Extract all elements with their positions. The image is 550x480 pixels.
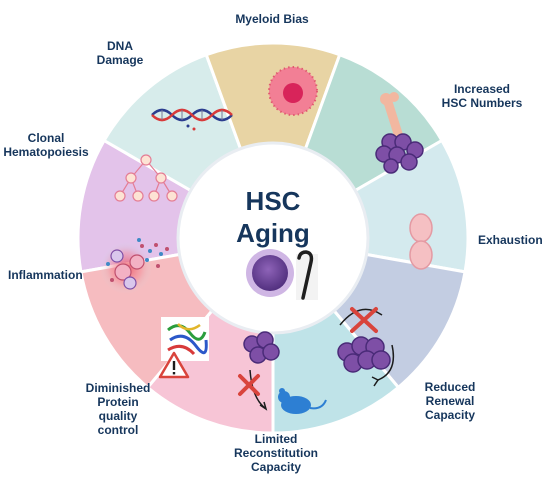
label-exhaustion: Exhaustion xyxy=(478,233,543,247)
label-myeloid-bias: Myeloid Bias xyxy=(235,12,309,26)
center-title-line2: Aging xyxy=(236,218,310,248)
label-inflammation: Inflammation xyxy=(8,268,83,282)
center-title-line1: HSC xyxy=(246,186,301,216)
lineage-tree-icon xyxy=(114,154,178,202)
dna-helix-icon xyxy=(151,108,233,131)
transplant-mouse-icon xyxy=(238,331,327,414)
aged-hsc-cell-icon xyxy=(246,249,294,297)
center-hub xyxy=(176,141,370,335)
inflammation-cells-icon xyxy=(100,238,169,294)
myeloid-cell-icon xyxy=(268,66,318,116)
dividing-cell-icon xyxy=(409,213,433,270)
bone-marrow-cluster-icon xyxy=(375,92,424,174)
cane-icon xyxy=(296,250,318,300)
renewal-cycle-icon xyxy=(337,307,395,387)
protein-warning-icon xyxy=(158,317,209,379)
